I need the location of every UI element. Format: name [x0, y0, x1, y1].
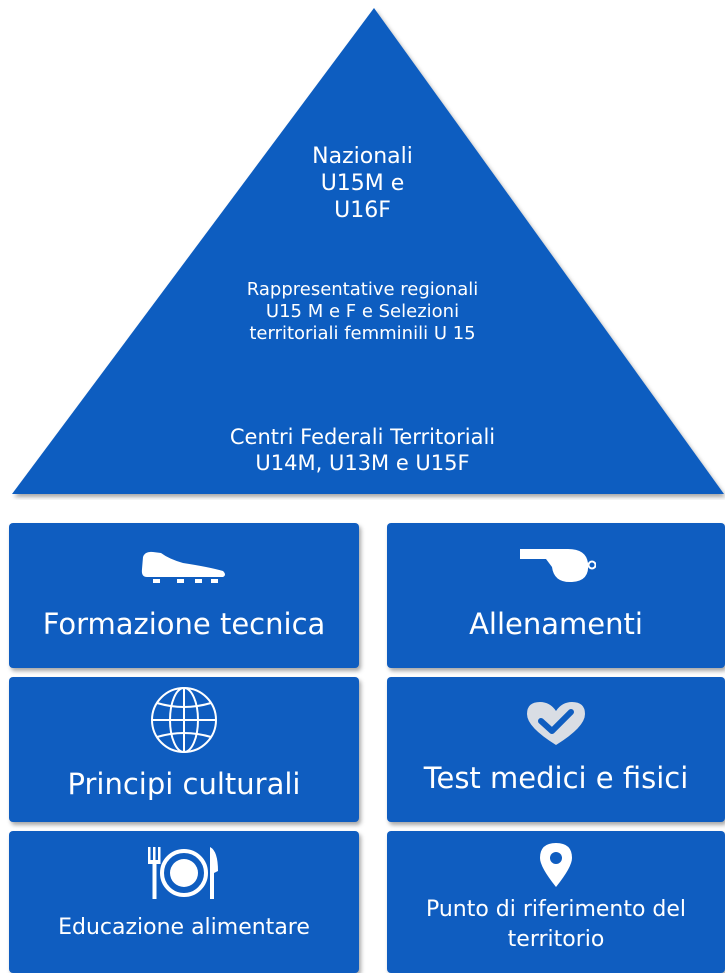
tier3-line2: U14M, U13M e U15F [255, 450, 470, 475]
tier1-line1: Nazionali [312, 144, 413, 169]
box-label: Educazione alimentare [58, 915, 310, 940]
pyramid [12, 8, 724, 494]
tier2-line2: U15 M e F e Selezioni [265, 300, 460, 322]
box-test-medici: Test medici e fisici [387, 677, 725, 822]
box-allenamenti: Allenamenti [387, 523, 725, 668]
box-formazione-tecnica: Formazione tecnica [9, 523, 359, 668]
pyramid-shape [12, 8, 724, 494]
football-boot-icon [9, 549, 359, 585]
tier1-line3: U16F [334, 197, 391, 223]
map-pin-icon [387, 841, 725, 889]
globe-icon [9, 685, 359, 755]
box-punto-riferimento: Punto di riferimento del territorio [387, 831, 725, 973]
pyramid-tier-centri: Centri Federali Territoriali U14M, U13M … [0, 425, 725, 476]
box-label: Formazione tecnica [42, 607, 326, 641]
box-principi-culturali: Principi culturali [9, 677, 359, 822]
pyramid-tier-nazionali: Nazionali U15M e U16F [0, 144, 725, 224]
tier3-line1: Centri Federali Territoriali [229, 425, 496, 449]
tier2-line1: Rappresentative regionali [246, 279, 479, 300]
box-label: Allenamenti [469, 607, 643, 641]
box-educazione-alimentare: Educazione alimentare [9, 831, 359, 973]
box-label: Principi culturali [67, 767, 301, 801]
heart-check-icon [387, 699, 725, 747]
tier2-line3: territoriali femminili U 15 [249, 322, 476, 344]
whistle-icon [387, 545, 725, 585]
tier1-line2: U15M e [320, 170, 405, 196]
box-label: Punto di riferimento del territorio [425, 897, 687, 952]
pyramid-tier-regionali: Rappresentative regionali U15 M e F e Se… [0, 279, 725, 345]
box-label: Test medici e fisici [423, 761, 689, 795]
plate-cutlery-icon [9, 845, 359, 901]
